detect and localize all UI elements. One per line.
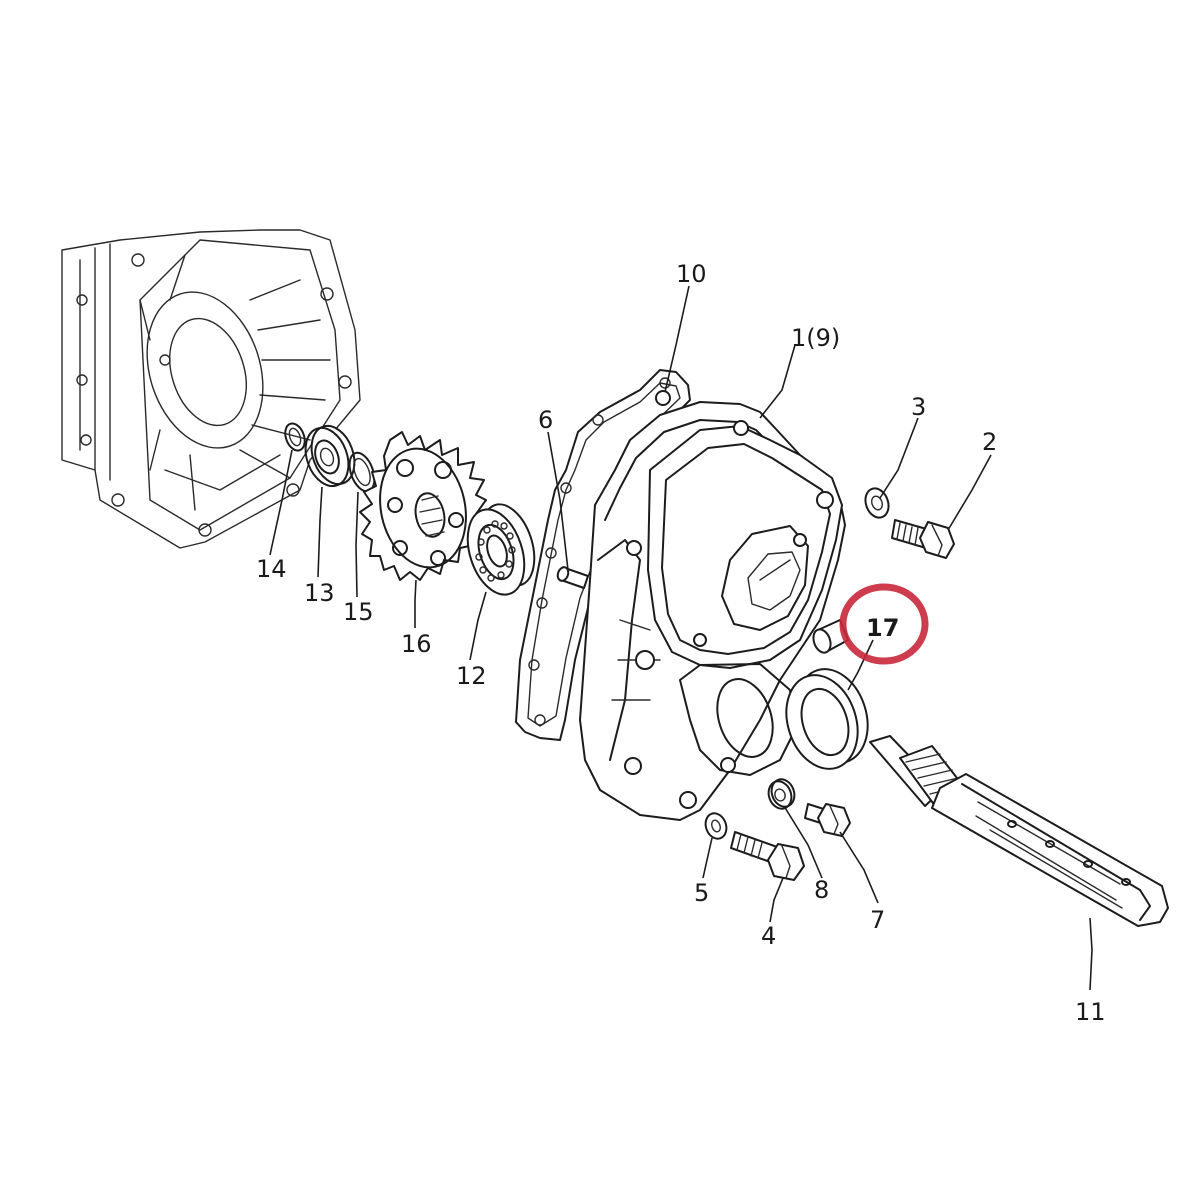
part-labels: 10 1(9) 6 3 2 17 14 13 15 16 12 5 4 8 7 … — [256, 260, 1106, 1026]
snap-ring-14 — [284, 422, 306, 452]
bolt-4 — [730, 831, 805, 881]
gear-16 — [359, 431, 487, 581]
transmission-housing — [61, 229, 361, 549]
label-part-17: 17 — [866, 614, 899, 642]
label-part-16: 16 — [401, 630, 432, 658]
label-part-13: 13 — [304, 579, 335, 607]
label-part-14: 14 — [256, 555, 287, 583]
label-part-12: 12 — [456, 662, 487, 690]
label-part-10: 10 — [676, 260, 707, 288]
bolt-2 — [891, 519, 955, 559]
label-part-11: 11 — [1075, 998, 1106, 1026]
output-shaft-11 — [869, 735, 1169, 927]
label-part-15: 15 — [343, 598, 374, 626]
dowel-pin-6 — [556, 566, 589, 589]
gear-case-1-9 — [579, 390, 849, 821]
oil-seal-17 — [785, 668, 869, 770]
leader-lines — [269, 285, 1093, 991]
label-part-8: 8 — [814, 876, 829, 904]
label-part-5: 5 — [694, 879, 709, 907]
washer-5 — [704, 812, 728, 840]
label-part-7: 7 — [870, 906, 885, 934]
washer-8 — [767, 778, 796, 810]
bearing-12 — [466, 503, 536, 596]
bearing-13 — [304, 424, 356, 488]
bolt-7 — [804, 803, 851, 837]
highlight-circle — [839, 583, 929, 665]
label-part-6: 6 — [538, 406, 553, 434]
label-part-4: 4 — [761, 922, 776, 950]
label-part-1-9: 1(9) — [791, 324, 840, 352]
washer-3 — [864, 487, 890, 519]
label-part-3: 3 — [911, 393, 926, 421]
label-part-2: 2 — [982, 428, 997, 456]
